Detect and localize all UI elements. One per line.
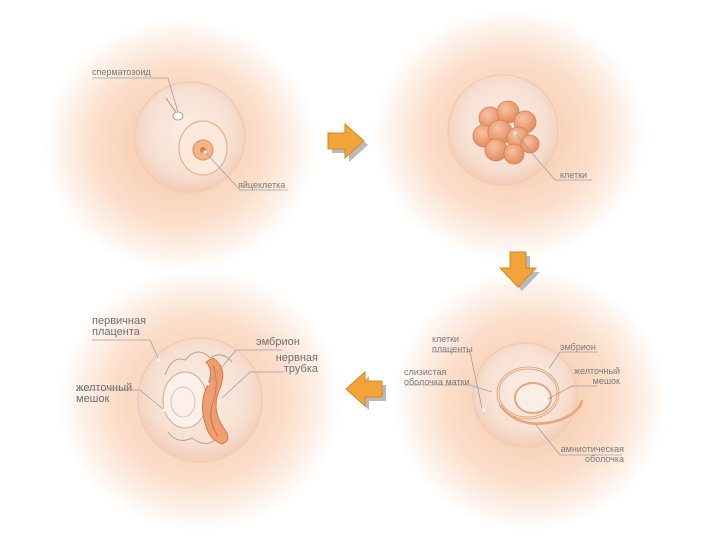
label-cells: клетки [560, 170, 588, 180]
label-egg: яйцеклетка [238, 180, 286, 190]
panel3-blastocyst [405, 342, 622, 456]
panel1-zygote [92, 77, 288, 193]
label-embryo-p3: эмбрион [560, 342, 596, 352]
label-amniotic: амниотическая оболочка [560, 444, 624, 464]
arrow-left [345, 370, 386, 410]
arrow-down [498, 251, 540, 291]
panel2-morula [447, 74, 592, 186]
label-yolk-sac-p3: желточный мешок [574, 366, 620, 386]
label-neural-tube: нервная трубка [275, 352, 318, 375]
label-embryo-p4: эмбрион [256, 336, 300, 348]
label-placenta-cells: клетки плаценты [432, 334, 473, 354]
label-sperm: сперматозоид [92, 67, 151, 77]
label-yolk-sac-p4: желточный мешок [76, 382, 133, 405]
label-mucous-membrane: слизистая оболочка матки [404, 367, 470, 387]
arrow-right [327, 122, 368, 162]
panel4-embryo [76, 337, 284, 463]
label-primary-placenta: первичная плацента [92, 315, 147, 338]
